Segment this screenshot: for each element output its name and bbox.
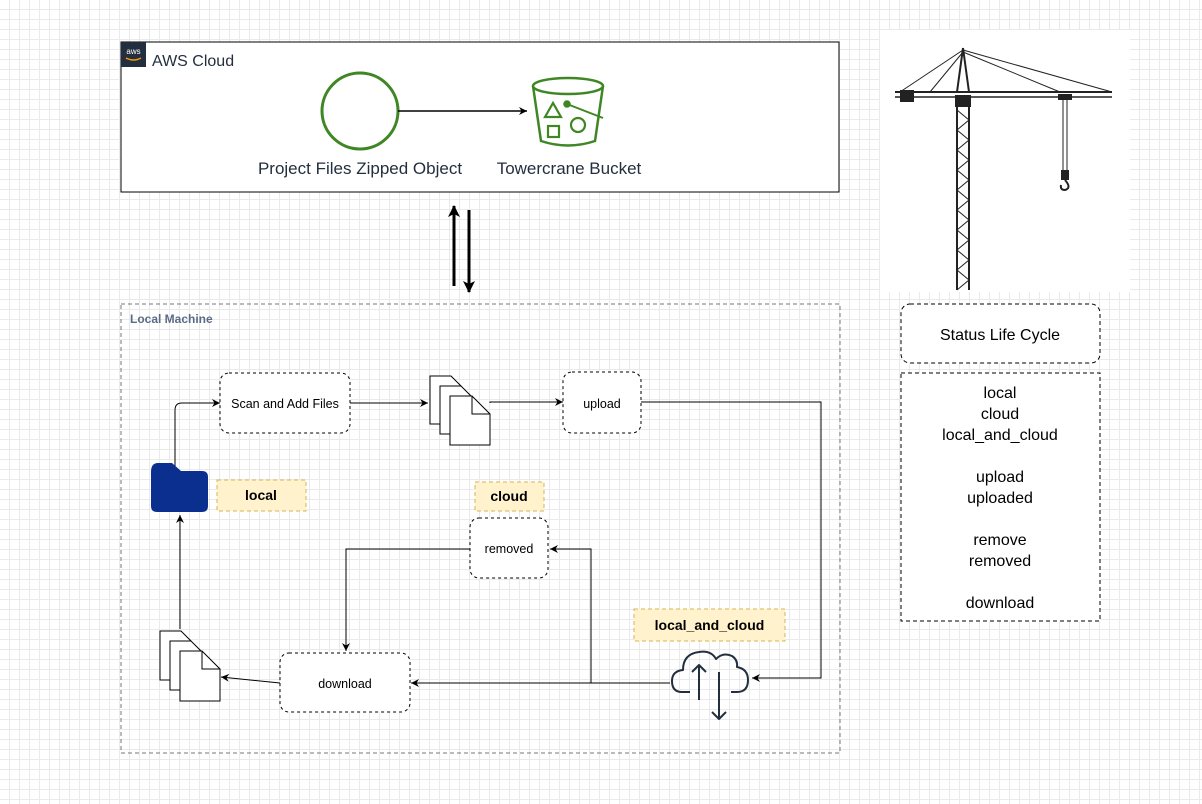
status-tag-local: local <box>216 479 307 512</box>
files-stack-icon <box>429 375 491 446</box>
status-list-item: uploaded <box>967 490 1033 507</box>
local-machine-title: Local Machine <box>130 312 213 326</box>
folder-icon <box>151 463 208 512</box>
aws-cloud-group: aws AWS Cloud Project Files Zipped Objec… <box>120 41 840 193</box>
status-tag-local-and-cloud-text: local_and_cloud <box>655 617 765 633</box>
status-tag-cloud: cloud <box>474 481 545 512</box>
status-list-item: remove <box>973 532 1026 549</box>
sync-arrows <box>448 205 475 293</box>
status-list-box <box>900 372 1101 622</box>
s3-bucket-icon <box>531 76 605 147</box>
download-label: download <box>318 677 372 691</box>
status-tag-cloud-text: cloud <box>490 488 527 504</box>
circle-object-icon <box>320 71 400 151</box>
removed-node: removed <box>469 517 549 579</box>
object-label: Project Files Zipped Object <box>258 159 462 178</box>
aws-cloud-title: AWS Cloud <box>152 53 234 70</box>
status-list-item: local_and_cloud <box>942 427 1058 444</box>
status-life-cycle-title: Status Life Cycle <box>940 327 1060 344</box>
removed-label: removed <box>485 542 534 556</box>
status-tag-local-text: local <box>245 487 277 503</box>
upload-node: upload <box>562 371 642 434</box>
scan-label: Scan and Add Files <box>231 397 339 411</box>
status-tag-local-and-cloud: local_and_cloud <box>633 608 786 642</box>
status-list-item: local <box>984 385 1017 402</box>
flow-connectors <box>174 398 822 687</box>
files-stack-icon-bottom <box>159 630 221 702</box>
tower-crane-image <box>880 30 1130 292</box>
status-list-item: upload <box>976 469 1024 486</box>
download-node: download <box>279 652 411 713</box>
aws-badge-text: aws <box>126 47 140 56</box>
bucket-label: Towercrane Bucket <box>497 159 642 178</box>
cloud-sync-icon <box>671 650 749 720</box>
scan-and-add-files-node: Scan and Add Files <box>219 372 351 434</box>
status-life-cycle-panel: Status Life Cycle local cloud local_and_cl… <box>900 303 1101 622</box>
status-list-item: download <box>966 595 1035 612</box>
upload-label: upload <box>583 397 621 411</box>
aws-logo-icon: aws <box>121 42 146 67</box>
local-machine-group: Local Machine <box>120 303 841 754</box>
status-list-item: cloud <box>981 406 1019 423</box>
status-list-item: removed <box>969 553 1031 570</box>
